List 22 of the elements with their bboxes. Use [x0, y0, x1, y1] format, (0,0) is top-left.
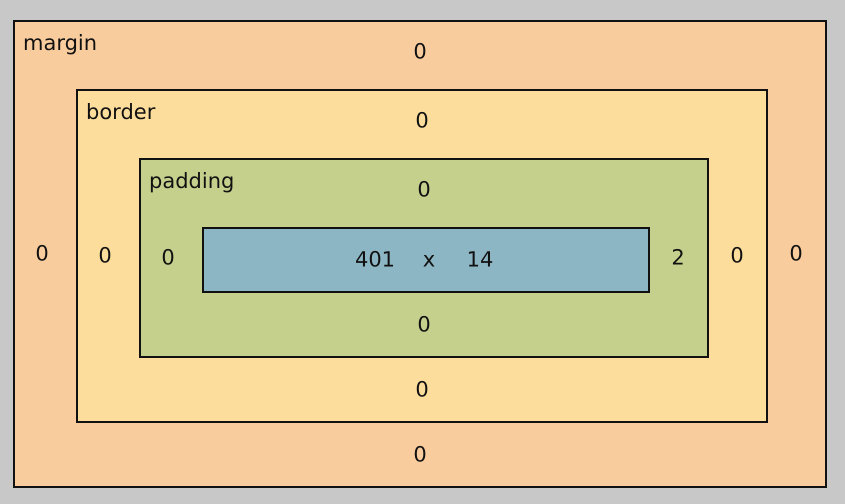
area-label: padding — [149, 171, 234, 192]
bottom-value: 0 — [417, 314, 431, 336]
top-value: 0 — [415, 110, 429, 132]
times-sign: x — [422, 250, 436, 270]
right-value: 2 — [671, 248, 685, 268]
margin-area — [13, 20, 827, 488]
left-value: 0 — [161, 248, 175, 268]
area-label: border — [86, 102, 156, 123]
width-value: 401 — [354, 250, 396, 270]
area-label: margin — [23, 33, 98, 54]
bottom-value: 0 — [415, 380, 429, 400]
padding-area — [139, 158, 709, 358]
left-value: 0 — [35, 244, 49, 264]
content-area — [202, 227, 650, 293]
border-area — [76, 89, 768, 423]
right-value: 0 — [730, 246, 744, 266]
top-value: 0 — [417, 180, 431, 200]
bottom-value: 0 — [413, 444, 427, 466]
right-value: 0 — [789, 244, 803, 264]
height-value: 14 — [466, 250, 494, 270]
top-value: 0 — [413, 42, 427, 62]
left-value: 0 — [98, 246, 112, 266]
